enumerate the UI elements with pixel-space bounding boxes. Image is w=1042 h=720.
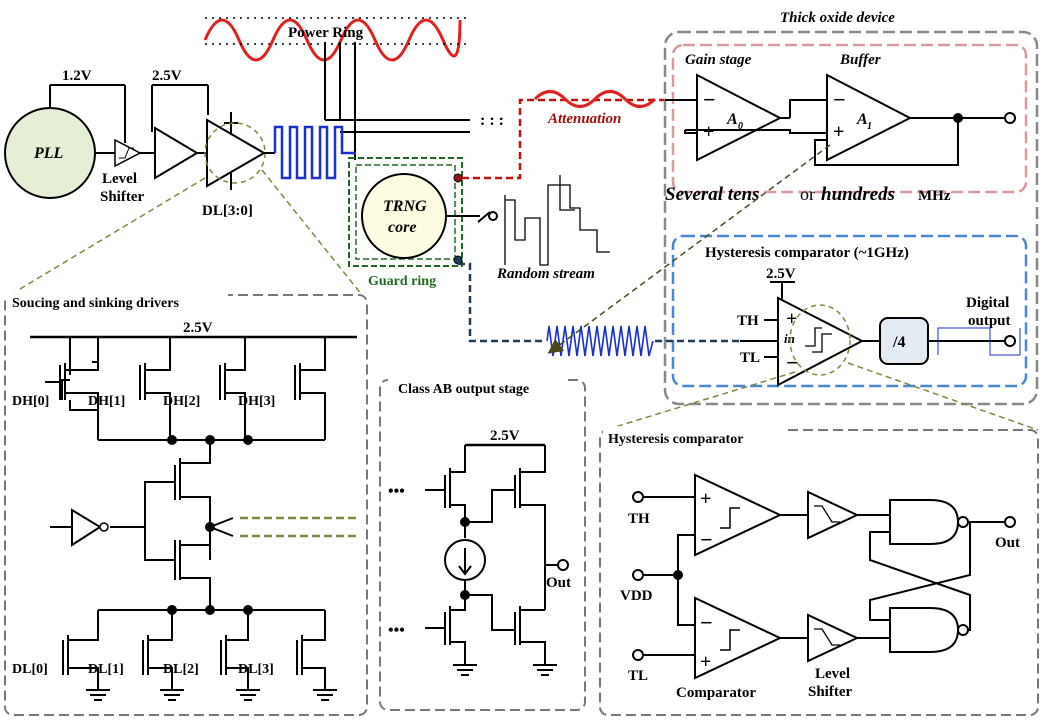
- svg-text:DL[0]: DL[0]: [12, 662, 48, 677]
- nand-gate-icon: [889, 499, 969, 653]
- svg-text:Level: Level: [815, 666, 850, 682]
- supply-1v2: 1.2V: [62, 68, 92, 84]
- svg-text:DH[3]: DH[3]: [238, 394, 275, 409]
- svg-text:Gain stage: Gain stage: [685, 52, 752, 68]
- ground-icon: [453, 664, 477, 676]
- svg-text:Level: Level: [102, 171, 137, 187]
- svg-text:1: 1: [867, 121, 872, 132]
- power-ring-label: Power Ring: [288, 25, 364, 41]
- ground-icon: [533, 664, 557, 676]
- svg-text:Hysteresis comparator (~1GHz): Hysteresis comparator (~1GHz): [705, 245, 909, 261]
- power-ring: Power Ring : : :: [203, 17, 504, 160]
- svg-text:Buffer: Buffer: [839, 52, 881, 68]
- svg-text:: : :: : : :: [480, 112, 504, 129]
- pre-driver-buffer: 2.5V DL[3:0]: [151, 68, 275, 219]
- attenuation-path: Attenuation: [462, 90, 665, 180]
- svg-text:+: +: [786, 308, 797, 330]
- svg-text:−: −: [703, 87, 716, 112]
- svg-text:core: core: [388, 219, 416, 236]
- random-stream-label: Random stream: [496, 266, 595, 282]
- inverter-icon: [71, 508, 102, 547]
- svg-text:Shifter: Shifter: [808, 684, 853, 700]
- svg-text:Comparator: Comparator: [676, 685, 756, 701]
- svg-text:+: +: [833, 121, 844, 143]
- opamp-icon: [694, 596, 783, 680]
- svg-text:DH[0]: DH[0]: [12, 394, 49, 409]
- svg-text:•••: •••: [388, 622, 405, 639]
- svg-text:MHz: MHz: [918, 188, 951, 204]
- thick-oxide-box: [663, 30, 1039, 406]
- hysteresis-box: Hysteresis comparator (~1GHz) 2.5V + − i…: [671, 234, 1028, 388]
- svg-text:2.5V: 2.5V: [490, 428, 520, 444]
- svg-text:hundreds: hundreds: [821, 184, 895, 205]
- opamp-icon: [696, 73, 783, 162]
- svg-text:Out: Out: [546, 575, 571, 591]
- svg-text:TH: TH: [628, 511, 650, 527]
- attenuation-label: Attenuation: [547, 111, 621, 127]
- svg-text:output: output: [968, 313, 1011, 329]
- hyst-panel: Hysteresis comparator + − TH VDD − + TL …: [599, 426, 1039, 716]
- pmos-array: [45, 337, 326, 445]
- buffer-icon: [154, 126, 199, 180]
- guard-ring-label: Guard ring: [368, 274, 436, 289]
- svg-text:+: +: [703, 121, 714, 143]
- svg-text:DL[2]: DL[2]: [163, 662, 199, 677]
- svg-text:TRNG: TRNG: [383, 198, 427, 215]
- ground-icon: [86, 689, 337, 701]
- svg-text:or: or: [800, 184, 815, 204]
- svg-text:DL[3]: DL[3]: [238, 662, 274, 677]
- driver-icon: [206, 118, 266, 188]
- level-shifter-icon: [807, 490, 860, 540]
- blue-pulse-train: [273, 125, 356, 180]
- svg-text:DH[2]: DH[2]: [163, 394, 200, 409]
- dl-bus-label: DL[3:0]: [202, 203, 253, 219]
- svg-text:DL[1]: DL[1]: [88, 662, 124, 677]
- svg-text:VDD: VDD: [620, 588, 653, 604]
- trng-core: TRNG core Guard ring: [348, 157, 498, 289]
- random-stream: Random stream: [496, 175, 610, 282]
- svg-text:DH[1]: DH[1]: [88, 394, 125, 409]
- svg-text:Digital: Digital: [966, 295, 1009, 311]
- thick-oxide-label: Thick oxide device: [780, 10, 895, 26]
- svg-text:/4: /4: [892, 334, 905, 351]
- drivers-title: Soucing and sinking drivers: [12, 296, 179, 311]
- svg-text:•••: •••: [388, 483, 405, 500]
- svg-text:TL: TL: [628, 668, 648, 684]
- svg-text:A: A: [856, 111, 868, 128]
- svg-text:+: +: [700, 488, 711, 510]
- classab-panel: Class AB output stage 2.5V ••• ••• Out: [379, 376, 586, 711]
- svg-text:−: −: [700, 527, 713, 552]
- svg-text:Class AB output stage: Class AB output stage: [398, 382, 529, 397]
- svg-text:TL: TL: [740, 350, 760, 366]
- svg-text:+: +: [700, 651, 711, 673]
- pll-label: PLL: [33, 145, 64, 162]
- level-shifter: Level Shifter: [100, 85, 155, 205]
- freq-note: Several tens or hundreds MHz: [665, 184, 951, 205]
- svg-text:Several tens: Several tens: [665, 184, 759, 205]
- opamp-icon: [826, 73, 913, 162]
- svg-text:Shifter: Shifter: [100, 189, 145, 205]
- red-sine-wave: [203, 18, 462, 62]
- svg-text:Hysteresis comparator: Hysteresis comparator: [608, 432, 743, 447]
- svg-text:A: A: [726, 111, 738, 128]
- svg-text:2.5V: 2.5V: [152, 68, 182, 84]
- svg-text:TH: TH: [737, 313, 759, 329]
- drivers-panel: Soucing and sinking drivers 2.5V DH[0] D…: [4, 291, 368, 716]
- svg-text:0: 0: [738, 121, 743, 132]
- svg-text:−: −: [786, 350, 799, 375]
- gain-stage-box: Gain stage Buffer − + A 0 − + A 1: [665, 43, 1028, 194]
- svg-text:2.5V: 2.5V: [766, 266, 796, 282]
- svg-text:Out: Out: [995, 535, 1020, 551]
- svg-text:2.5V: 2.5V: [183, 320, 213, 336]
- svg-text:−: −: [833, 87, 846, 112]
- opamp-icon: [694, 473, 783, 557]
- pll-block: PLL 1.2V: [4, 68, 125, 199]
- level-shifter-icon: [807, 613, 860, 663]
- svg-text:−: −: [700, 610, 713, 635]
- nmos-array: [62, 610, 337, 701]
